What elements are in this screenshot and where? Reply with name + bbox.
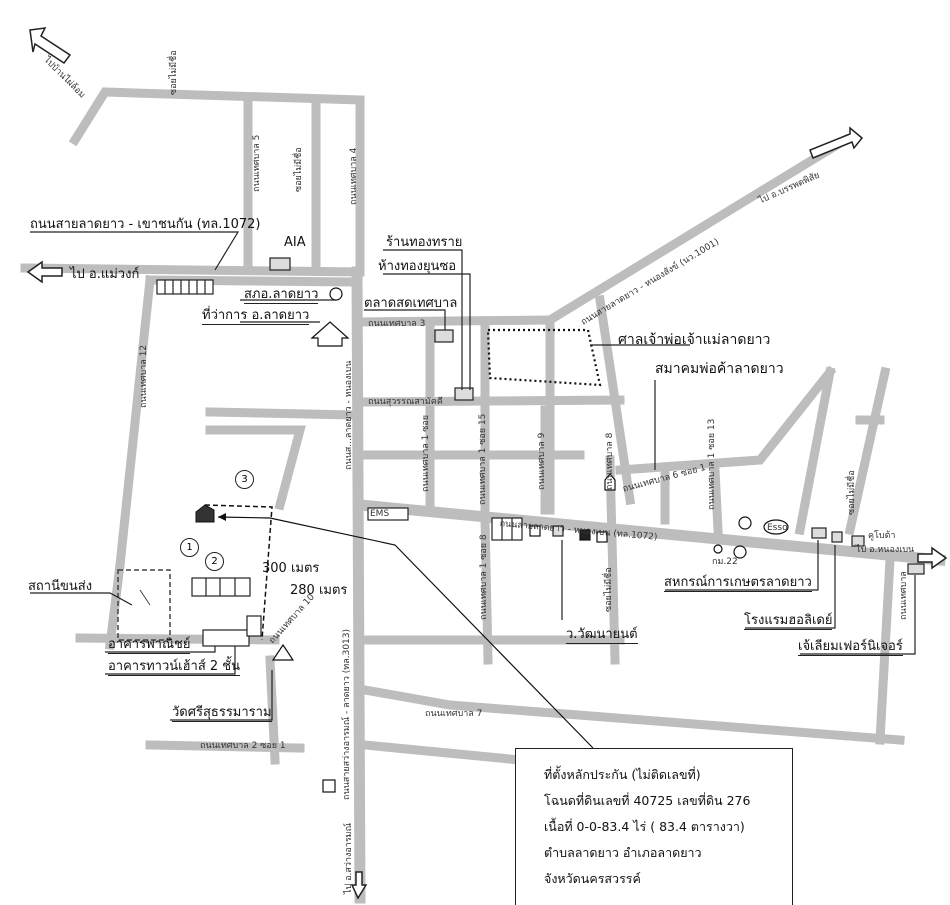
gold-shop1-label: ร้านทองทราย (386, 235, 463, 250)
esso-label: Esso (767, 523, 788, 533)
road-main-ns-north-label: ถนนส...ลาดยาว - หนองเบน (344, 360, 354, 470)
market-label: ตลาดสดเทศบาล (364, 296, 458, 311)
to-nongbua-prefix-label: คูโบต้า (868, 531, 896, 541)
leader-lines (30, 231, 916, 721)
road-soi-east-label: ซอยไม่มีชื่อ (847, 470, 857, 515)
road-main-ns-south-label: ถนนสายสว่างอารมณ์ - ลาดยาว (ทล.3013) (342, 628, 352, 800)
road-soi-top-label: ซอยไม่มีชื่อ (169, 50, 179, 95)
gold-shop2-label: ห้างทองยุนซอ (378, 259, 457, 274)
road-thetsaban9-label: ถนนเทศบาล 9 (537, 432, 547, 490)
temple-label: วัดศรีสุธรรมาราม (172, 705, 272, 722)
coop-label: สหกรณ์การเกษตรลาดยาว (664, 575, 812, 592)
district-office-icon (310, 321, 350, 347)
shop-icon-4 (322, 779, 336, 793)
district-office-label: ที่ว่าการ อ.ลาดยาว (202, 308, 310, 325)
road-thetsaban8-label: ถนนเทศบาล 8 (605, 432, 615, 490)
aia-label: AIA (284, 235, 306, 250)
wattana-building (552, 525, 564, 537)
ems-sign (367, 507, 409, 521)
shop-icon-1 (529, 525, 541, 537)
shop-icon-2 (579, 529, 591, 541)
coop-icon (733, 545, 747, 559)
map-icons (271, 287, 789, 793)
property-marker (195, 504, 215, 523)
pin-icon (604, 473, 616, 491)
road-thetsaban-east-label: ถนนเทศบาล (899, 571, 909, 620)
arrow-northeast (809, 126, 864, 159)
townhouse-building (202, 629, 250, 647)
arrow-south (350, 871, 368, 900)
marker-3: 3 (235, 470, 254, 489)
road-thetsaban2-soi1-label: ถนนเทศบาล 2 ซอย 1 (200, 741, 286, 751)
road-thetsaban5-label: ถนนเทศบาล 5 (252, 134, 262, 192)
arrow-east (917, 546, 948, 570)
dist-300-label: 300 เมตร (262, 561, 320, 576)
road-thetsaban3-label: ถนนเทศบาล 3 (368, 319, 426, 329)
bus-station-pointer (139, 589, 151, 606)
furniture-label: เจ้เลียมเฟอร์นิเจอร์ (798, 639, 903, 656)
road-soi-mid-label: ซอยไม่มีชื่อ (294, 147, 304, 192)
shell-icon (738, 516, 752, 530)
gold-shop-building (454, 387, 474, 401)
route-line (204, 504, 273, 641)
road-network (20, 87, 946, 904)
market-building (434, 329, 454, 343)
police-label: สภอ.ลาดยาว (244, 287, 319, 304)
hotel-building (831, 531, 843, 543)
buildings (156, 257, 925, 647)
info-line-3: เนื้อที่ 0-0-83.4 ไร่ ( 83.4 ตารางวา) (544, 819, 745, 834)
arrow-northwest (29, 27, 72, 65)
road-suwansamakkhi-label: ถนนสุวรรณสามัคคี (368, 397, 443, 407)
shop-row-highway (491, 517, 523, 541)
esso-icon (763, 519, 789, 535)
shrine-label: ศาลเจ้าพ่อเจ้าแม่ลาดยาว (618, 332, 771, 348)
ems-label: EMS (370, 509, 390, 519)
to-sawangarom-label: ไป อ.สว่างอารมณ์ (344, 823, 354, 894)
road-hwy1072-west-label: ถนนสายลาดยาว - เขาชนกัน (ทล.1072) (30, 217, 261, 232)
road-thetsaban1-soi8-label: ถนนเทศบาล 1 ซอย 8 (479, 534, 489, 620)
aia-building (269, 257, 291, 271)
info-line-2: โฉนดที่ดินเลขที่ 40725 เลขที่ดิน 276 (544, 793, 751, 808)
row-building-top (156, 279, 214, 295)
road-thetsaban7-label: ถนนเทศบาล 7 (425, 709, 483, 719)
temple-gate (246, 615, 262, 637)
bus-station-area (117, 569, 171, 641)
arrow-west (26, 260, 63, 284)
marker-2: 2 (205, 552, 224, 571)
merchants-label: สมาคมพ่อค้าลาดยาว (655, 361, 784, 377)
hotel-label: โรงแรมฮอลิเดย์ (744, 613, 833, 630)
wattana-label: ว.วัฒนายนต์ (566, 627, 638, 644)
info-pointer-line (217, 516, 594, 749)
dist-280-label: 280 เมตร (290, 583, 348, 598)
commercial-row (191, 577, 251, 597)
km-marker-icon (713, 544, 723, 554)
road-thetsaban4-label: ถนนเทศบาล 4 (349, 147, 359, 205)
pointer-arrowhead (218, 513, 226, 521)
road-soi-south-label: ซอยไม่มีชื่อ (604, 567, 614, 612)
to-maewong-label: ไป อ.แม่วงก์ (70, 267, 140, 282)
east-building (907, 563, 925, 575)
road-thetsaban1-soi13-label: ถนนเทศบาล 1 ซอย 13 (707, 418, 717, 510)
info-line-1: ที่ตั้งหลักประกัน (ไม่ติดเลขที่) (544, 767, 701, 782)
property-info-box: ที่ตั้งหลักประกัน (ไม่ติดเลขที่) โฉนดที่… (515, 748, 793, 905)
temple-icon (271, 643, 295, 661)
road-thetsaban1-soi15-label: ถนนเทศบาล 1 ซอย 15 (478, 413, 488, 505)
marker-1: 1 (180, 538, 199, 557)
furniture-building (851, 535, 865, 547)
to-nongbua-label: ไป อ.หนองเบน (856, 545, 915, 555)
shrine-boundary (486, 328, 602, 387)
bus-station-label: สถานีขนส่ง (28, 579, 93, 594)
km22-label: กม.22 (712, 557, 738, 567)
shop-icon-3 (596, 531, 608, 543)
coop-building (811, 527, 827, 539)
info-line-4: ตำบลลาดยาว อำเภอลาดยาว (544, 845, 702, 860)
info-line-5: จังหวัดนครสวรรค์ (544, 871, 641, 886)
road-thetsaban1-soi-label: ถนนเทศบาล 1 ซอย (421, 415, 431, 492)
commercial-bldg-label: อาคารพาณิชย์ (108, 637, 191, 654)
direction-arrows (26, 27, 948, 900)
townhouse-label: อาคารทาวน์เฮ้าส์ 2 ชั้น (108, 659, 240, 676)
police-icon (329, 287, 343, 301)
road-thetsaban12-label: ถนนเทศบาล 12 (139, 344, 149, 408)
